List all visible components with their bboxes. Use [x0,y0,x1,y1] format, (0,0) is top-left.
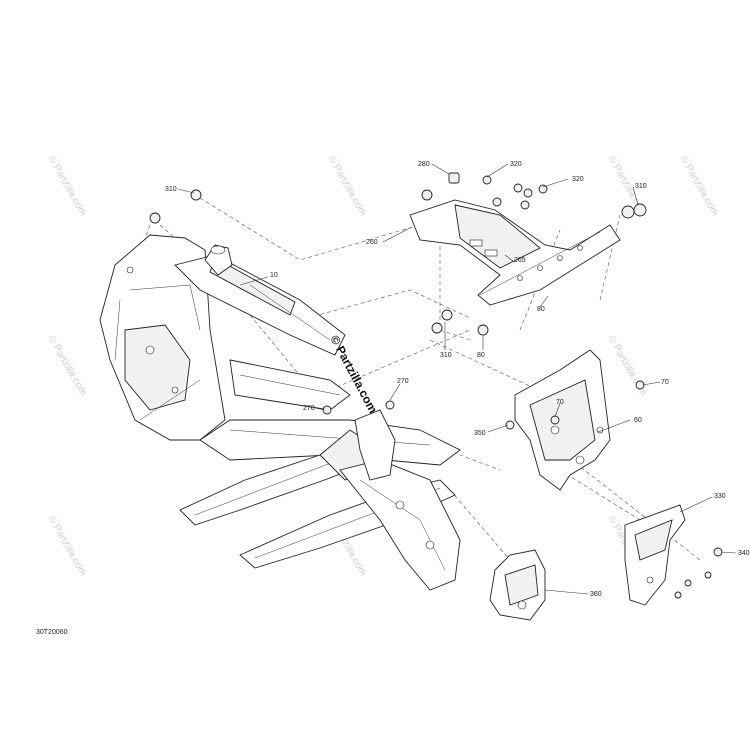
figure-id: 30T20060 [36,629,68,636]
callout-320-first: 320 [510,161,522,168]
callout-280: 280 [418,161,430,168]
bracket-330 [624,504,686,606]
callout-70-outer: 70 [661,379,669,386]
watermark-trr: © Partzilla.com [677,154,720,218]
bracket-60 [514,349,611,491]
bracket-360 [489,549,546,621]
watermark-tl: © Partzilla.com [45,154,88,218]
main-frame [99,234,461,591]
watermark-ml: © Partzilla.com [45,334,88,398]
callout-270-lower: 270 [303,405,315,412]
callout-265: 265 [514,257,526,264]
callout-330: 330 [714,493,726,500]
callout-10: 10 [270,272,278,279]
callout-360: 360 [590,591,602,598]
callout-340: 340 [738,550,750,557]
callout-260: 260 [366,239,378,246]
callout-270-upper: 270 [397,378,409,385]
callout-60: 60 [634,417,642,424]
callout-310-top-left: 310 [165,186,177,193]
rear-crossmember [409,199,621,306]
fasteners [149,172,723,599]
leader-lines [177,163,737,595]
callout-310-top-right: 310 [635,183,647,190]
callout-80-lower: 80 [477,352,485,359]
watermark-bl: © Partzilla.com [45,514,88,578]
callout-80-upper: 80 [537,306,545,313]
callout-labels: 310 10 280 320 320 310 260 265 80 310 80… [165,161,750,598]
callout-70-inner: 70 [556,399,564,406]
callout-320-second: 320 [572,176,584,183]
watermark-tc: © Partzilla.com [325,154,368,218]
callout-350: 350 [474,430,486,437]
callout-310-middle: 310 [440,352,452,359]
